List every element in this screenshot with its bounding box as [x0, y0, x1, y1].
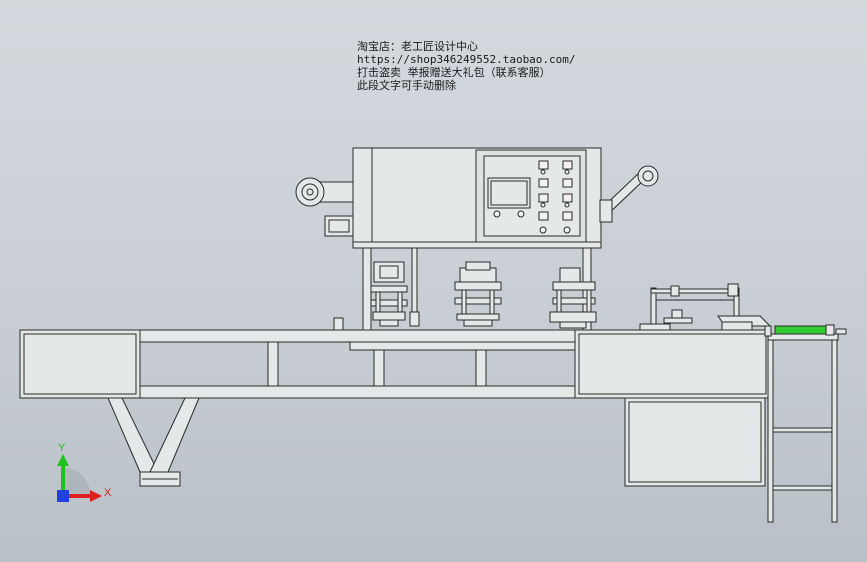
coordinate-triad [57, 454, 102, 502]
right-upper-box [574, 329, 771, 399]
film-feed-unit [639, 283, 772, 331]
forming-station-2 [454, 261, 502, 327]
watermark-line-report: 打击盗卖 举报赠送大礼包（联系客服） [357, 66, 551, 79]
sealing-station [549, 267, 597, 329]
control-buttons [493, 160, 573, 234]
watermark-line-shop: 淘宝店：老工匠设计中心 [357, 40, 478, 53]
x-axis-label: X [104, 487, 112, 499]
outfeed-stand [764, 324, 847, 523]
tension-arm [599, 165, 659, 223]
film-roll-assembly [295, 177, 355, 237]
sensor-bracket [333, 317, 344, 331]
watermark-line-note: 此段文字可手动删除 [357, 79, 456, 92]
z-axis-marker [57, 490, 69, 502]
left-support-leg [107, 397, 200, 487]
left-end-cabinet [19, 329, 141, 399]
forming-station-1 [370, 261, 408, 327]
right-lower-cabinet [624, 397, 766, 487]
green-conveyor-roller [774, 325, 828, 335]
watermark-line-url: https://shop346249552.taobao.com/ [357, 53, 576, 66]
punch-rod [409, 311, 420, 327]
y-axis-label: Y [58, 442, 66, 454]
